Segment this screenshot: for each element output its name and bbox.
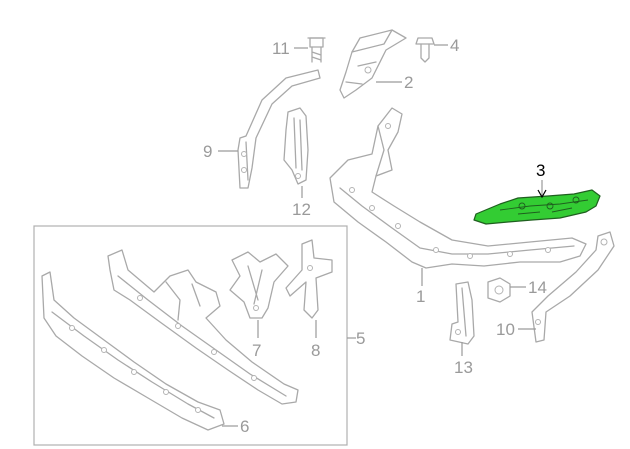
part-14-nut[interactable] bbox=[487, 277, 511, 303]
callout-10: 10 bbox=[496, 320, 515, 339]
part-10-bracket[interactable] bbox=[531, 231, 615, 343]
callout-14: 14 bbox=[528, 278, 547, 297]
part-2-bracket[interactable] bbox=[339, 29, 407, 99]
part-4-clip[interactable] bbox=[415, 37, 435, 63]
leader-3-arrow bbox=[537, 189, 547, 199]
callout-5: 5 bbox=[356, 329, 365, 348]
callout-1: 1 bbox=[416, 287, 425, 306]
part-11-bolt[interactable] bbox=[307, 37, 326, 63]
part-7-brace[interactable] bbox=[229, 251, 289, 319]
callout-13: 13 bbox=[454, 358, 473, 377]
assembly-5-group-box bbox=[33, 225, 348, 446]
callout-11: 11 bbox=[272, 39, 290, 58]
part-12-bracket[interactable] bbox=[283, 107, 309, 185]
part-8-brace[interactable] bbox=[285, 239, 333, 319]
part-13-bracket[interactable] bbox=[449, 281, 475, 345]
part-9-support[interactable] bbox=[237, 69, 321, 189]
part-3-highlighted[interactable] bbox=[473, 189, 601, 225]
part-5-upper-beam[interactable] bbox=[107, 249, 299, 405]
callout-9: 9 bbox=[203, 142, 212, 161]
callout-3: 3 bbox=[536, 161, 545, 180]
callout-6: 6 bbox=[240, 417, 249, 436]
part-1-radiator-support[interactable] bbox=[329, 107, 587, 269]
part-6-lower-beam[interactable] bbox=[41, 271, 225, 431]
callout-12: 12 bbox=[292, 200, 311, 219]
callout-2: 2 bbox=[404, 73, 413, 92]
callout-4: 4 bbox=[450, 36, 459, 55]
callout-7: 7 bbox=[252, 341, 261, 360]
callout-8: 8 bbox=[311, 341, 320, 360]
